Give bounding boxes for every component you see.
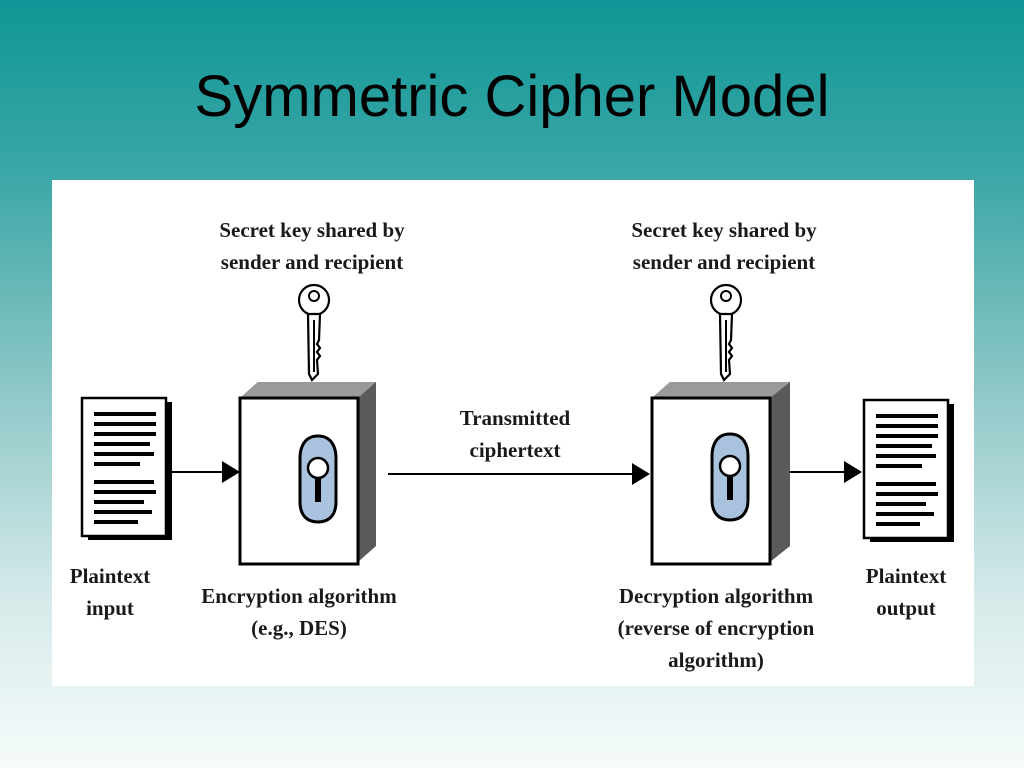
- encryption-line2: (e.g., DES): [251, 616, 347, 640]
- arrow-decryption-to-output: [790, 461, 862, 483]
- decryption-algorithm-label: Decryption algorithm (reverse of encrypt…: [606, 580, 826, 676]
- encryption-algorithm-label: Encryption algorithm (e.g., DES): [194, 580, 404, 644]
- secret-key-right-line2: sender and recipient: [632, 250, 816, 274]
- decryption-key-icon: [709, 283, 743, 382]
- decryption-line3: algorithm): [668, 648, 764, 672]
- plaintext-input-document-icon: [80, 396, 172, 540]
- secret-key-label-left: Secret key shared by sender and recipien…: [212, 214, 412, 278]
- secret-key-left-line2: sender and recipient: [220, 250, 404, 274]
- plaintext-input-line1: Plaintext: [69, 564, 151, 588]
- plaintext-output-line1: Plaintext: [865, 564, 947, 588]
- plaintext-input-line2: input: [86, 596, 134, 620]
- transmitted-ciphertext-label: Transmitted ciphertext: [440, 402, 590, 466]
- transmitted-line2: ciphertext: [469, 438, 561, 462]
- decryption-lock-icon: [710, 432, 750, 522]
- decryption-line2: (reverse of encryption: [617, 616, 815, 640]
- diagram-panel: [52, 180, 974, 686]
- plaintext-output-line2: output: [876, 596, 936, 620]
- encryption-lock-icon: [298, 434, 338, 524]
- slide-title: Symmetric Cipher Model: [194, 64, 830, 129]
- encryption-key-icon: [297, 283, 331, 382]
- plaintext-output-label: Plaintext output: [856, 560, 956, 624]
- transmitted-line1: Transmitted: [459, 406, 571, 430]
- arrow-ciphertext: [388, 463, 650, 485]
- secret-key-label-right: Secret key shared by sender and recipien…: [624, 214, 824, 278]
- plaintext-output-document-icon: [862, 398, 954, 542]
- secret-key-left-line1: Secret key shared by: [219, 218, 405, 242]
- encryption-line1: Encryption algorithm: [201, 584, 397, 608]
- decryption-line1: Decryption algorithm: [618, 584, 814, 608]
- arrow-input-to-encryption: [172, 461, 240, 483]
- plaintext-input-label: Plaintext input: [60, 560, 160, 624]
- secret-key-right-line1: Secret key shared by: [631, 218, 817, 242]
